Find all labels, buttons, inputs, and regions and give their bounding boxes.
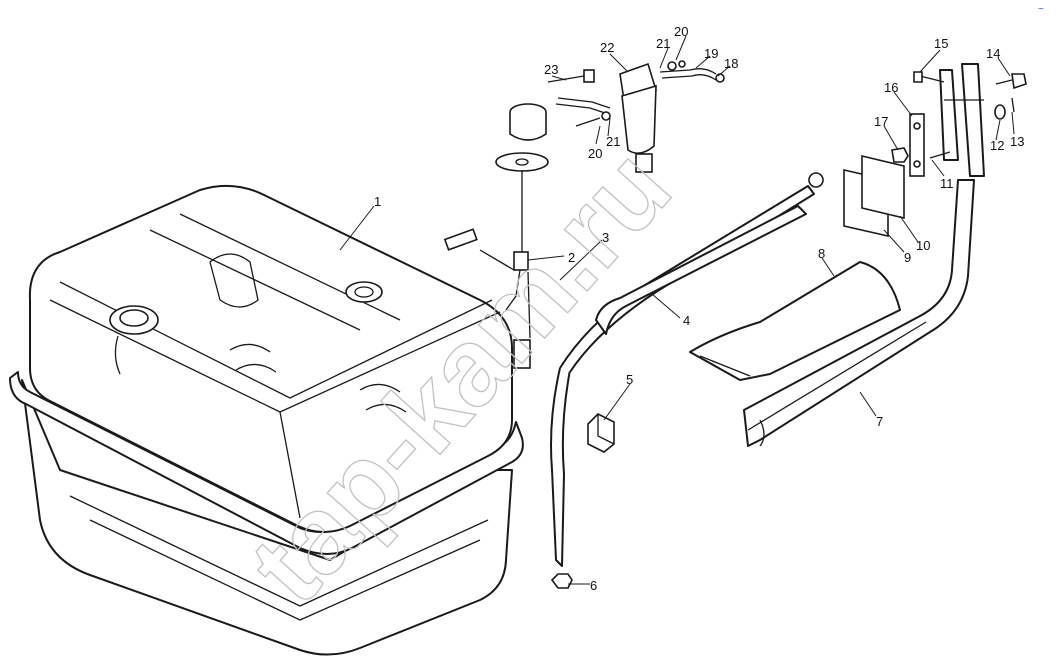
callout-13: 13 (1010, 134, 1024, 149)
callout-6: 6 (590, 578, 597, 593)
callout-3: 3 (602, 230, 609, 245)
callout-4: 4 (683, 313, 690, 328)
rubber-pad (689, 261, 901, 381)
callout-labels: 1 2 3 4 5 6 7 8 9 10 11 12 13 14 15 16 1… (374, 24, 1024, 593)
callout-9: 9 (904, 250, 911, 265)
fuel-level-sender (443, 103, 549, 369)
corner-mark: ~ (1038, 4, 1044, 15)
callout-21-top: 21 (656, 36, 670, 51)
callout-23: 23 (544, 62, 558, 77)
bracket (743, 63, 985, 447)
callout-7: 7 (876, 414, 883, 429)
leader-lines (339, 35, 1015, 585)
callout-21-bottom: 21 (606, 134, 620, 149)
callout-18: 18 (724, 56, 738, 71)
callout-12: 12 (990, 138, 1004, 153)
mounting-hardware (891, 71, 1027, 177)
spacer-plate (843, 154, 905, 238)
callout-17: 17 (874, 114, 888, 129)
callout-8: 8 (818, 246, 825, 261)
callout-22: 22 (600, 40, 614, 55)
nut (550, 573, 573, 589)
fuel-tank (9, 184, 524, 656)
strap (595, 205, 807, 335)
callout-20-bottom: 20 (588, 146, 602, 161)
callout-16: 16 (884, 80, 898, 95)
callout-5: 5 (626, 372, 633, 387)
clip (587, 413, 615, 453)
callout-11: 11 (940, 176, 954, 191)
callout-1: 1 (374, 194, 381, 209)
callout-10: 10 (916, 238, 930, 253)
callout-15: 15 (934, 36, 948, 51)
callout-19: 19 (704, 46, 718, 61)
fuel-filter-assembly (547, 60, 725, 173)
callout-20-top: 20 (674, 24, 688, 39)
callout-2: 2 (568, 250, 575, 265)
callout-14: 14 (986, 46, 1000, 61)
